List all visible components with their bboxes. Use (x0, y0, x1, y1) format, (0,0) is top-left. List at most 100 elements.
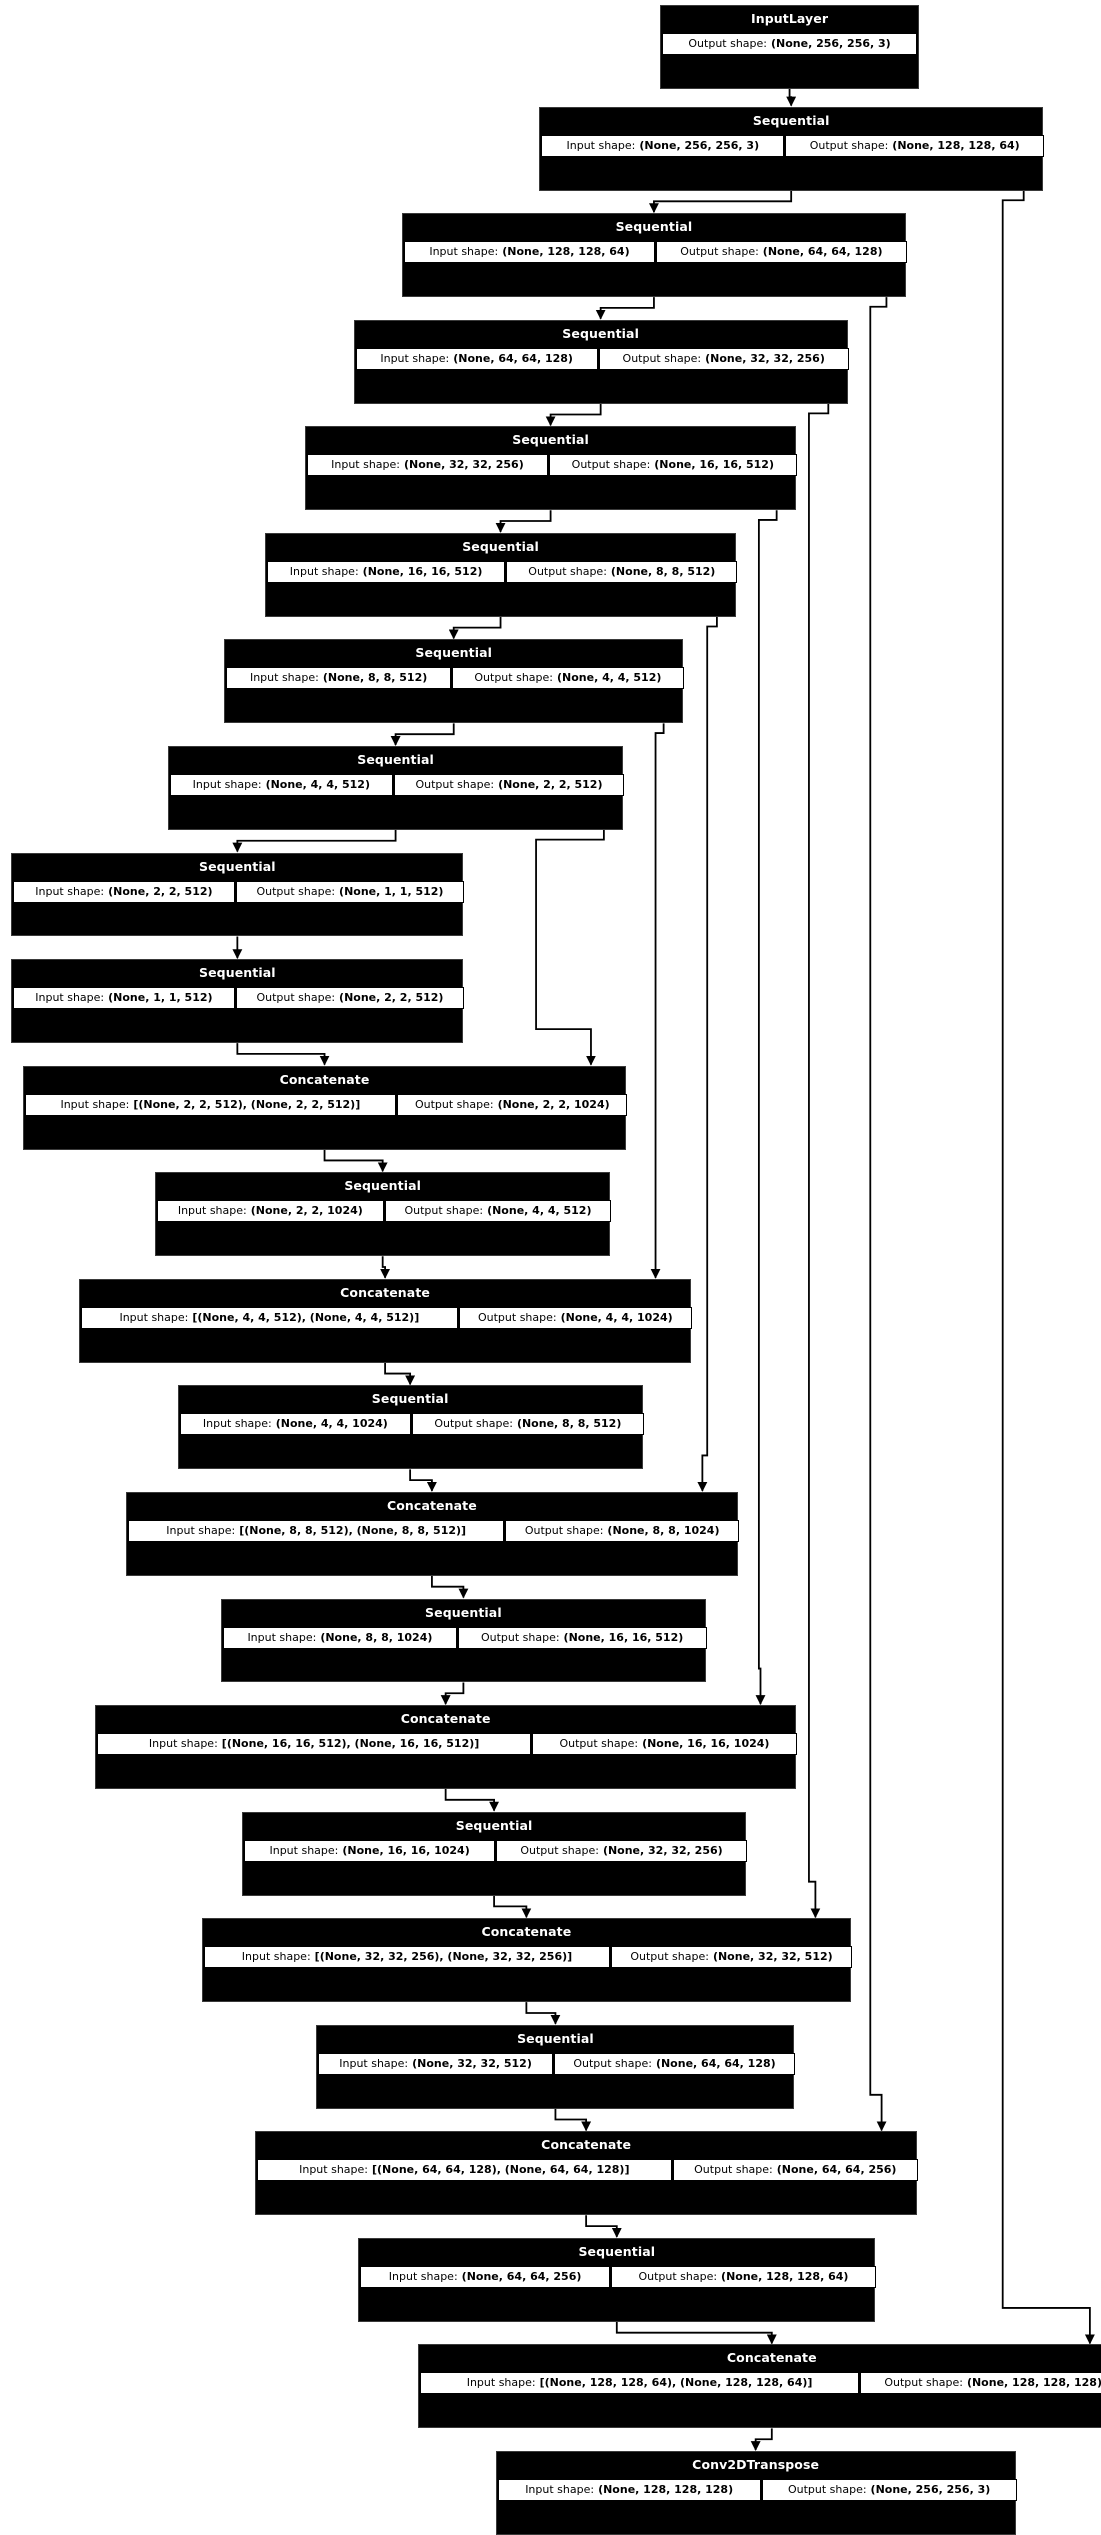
output-shape-cell-value: (None, 8, 8, 512) (516, 1417, 622, 1431)
output-shape-cell-value: (None, 64, 64, 256) (776, 2163, 897, 2177)
input-shape-cell-label: Input shape: (331, 458, 401, 472)
output-shape-cell-value: (None, 32, 32, 256) (602, 1843, 723, 1857)
input-shape-cell-value: [(None, 128, 128, 64), (None, 128, 128, … (539, 2376, 813, 2390)
output-shape-cell-label: Output shape: (256, 884, 336, 898)
output-shape-cell-value: (None, 4, 4, 512) (556, 671, 662, 685)
input-shape-cell-label: Input shape: (60, 1097, 130, 1111)
output-shape-cell: Output shape:(None, 256, 256, 3) (761, 2479, 1017, 2502)
input-shape-cell-label: Input shape: (249, 671, 319, 685)
node-shape-row: Input shape:[(None, 2, 2, 512), (None, 2… (23, 1092, 628, 1117)
node-title: Sequential (317, 2025, 794, 2052)
output-shape-cell: Output shape:(None, 128, 128, 128) (859, 2372, 1101, 2395)
output-shape-cell-value: (None, 16, 16, 512) (563, 1630, 684, 1644)
input-shape-cell: Input shape:(None, 64, 64, 256) (360, 2265, 610, 2288)
input-shape-cell: Input shape:(None, 32, 32, 512) (318, 2052, 553, 2075)
input-shape-cell: Input shape:(None, 1, 1, 512) (13, 987, 235, 1010)
output-shape-cell-label: Output shape: (809, 138, 889, 152)
node-shape-row: Input shape:(None, 32, 32, 256)Output sh… (306, 453, 797, 478)
node-shape-row: Input shape:(None, 8, 8, 512)Output shap… (225, 666, 684, 691)
node-title: Concatenate (96, 1706, 795, 1733)
input-shape-cell-value: (None, 2, 2, 1024) (250, 1204, 363, 1218)
input-shape-cell-value: [(None, 16, 16, 512), (None, 16, 16, 512… (221, 1737, 480, 1751)
output-shape-cell: Output shape:(None, 8, 8, 1024) (505, 1519, 739, 1542)
output-shape-cell-value: (None, 2, 2, 512) (498, 777, 603, 791)
output-shape-cell: Output shape:(None, 2, 2, 512) (235, 987, 465, 1010)
input-shape-cell: Input shape:(None, 32, 32, 256) (307, 454, 548, 477)
output-shape-cell-label: Output shape: (414, 1097, 494, 1111)
node-title: Sequential (306, 427, 795, 454)
input-shape-cell-value: (None, 8, 8, 512) (322, 671, 428, 685)
output-shape-cell-value: (None, 1, 1, 512) (339, 884, 444, 898)
node-title: Sequential (12, 853, 463, 880)
input-shape-cell-label: Input shape: (192, 777, 262, 791)
node-title: InputLayer (661, 5, 918, 32)
node-title: Sequential (222, 1599, 705, 1626)
input-shape-cell: Input shape:[(None, 4, 4, 512), (None, 4… (81, 1306, 458, 1329)
node-title: Concatenate (202, 1919, 850, 1946)
output-shape-cell: Output shape:(None, 64, 64, 128) (655, 241, 907, 264)
node-shape-row: Input shape:(None, 64, 64, 128)Output sh… (354, 346, 849, 371)
output-shape-cell-value: (None, 256, 256, 3) (771, 36, 891, 50)
input-shape-cell-label: Input shape: (269, 1843, 339, 1857)
node-title: Sequential (156, 1173, 610, 1200)
input-shape-cell-value: [(None, 4, 4, 512), (None, 4, 4, 512)] (192, 1310, 420, 1324)
node-title: Sequential (540, 107, 1043, 134)
input-shape-cell-value: (None, 2, 2, 512) (108, 884, 213, 898)
node-shape-row: Input shape:(None, 64, 64, 256)Output sh… (359, 2264, 877, 2289)
node-title: Concatenate (256, 2132, 917, 2159)
input-shape-cell: Input shape:(None, 16, 16, 512) (266, 560, 506, 583)
input-shape-cell: Input shape:[(None, 8, 8, 512), (None, 8… (127, 1519, 505, 1542)
node-shape-row: Input shape:(None, 1, 1, 512)Output shap… (12, 986, 465, 1011)
node-title: Concatenate (23, 1066, 626, 1093)
output-shape-cell: Output shape:(None, 32, 32, 256) (598, 347, 849, 370)
output-shape-cell-label: Output shape: (434, 1417, 513, 1431)
input-shape-cell-label: Input shape: (247, 1630, 317, 1644)
node-shape-row: Input shape:[(None, 32, 32, 256), (None,… (202, 1945, 852, 1970)
node-title: Sequential (354, 320, 847, 347)
input-shape-cell-label: Input shape: (466, 2376, 536, 2390)
output-shape-cell-value: (None, 2, 2, 512) (339, 991, 444, 1005)
output-shape-cell-value: (None, 256, 256, 3) (870, 2483, 991, 2497)
output-shape-cell: Output shape:(None, 128, 128, 64) (610, 2265, 877, 2288)
output-shape-cell: Output shape:(None, 16, 16, 512) (548, 454, 797, 477)
node-title: Sequential (265, 533, 736, 560)
input-shape-cell-value: [(None, 2, 2, 512), (None, 2, 2, 512)] (133, 1097, 361, 1111)
input-shape-cell: Input shape:[(None, 64, 64, 128), (None,… (257, 2159, 672, 2182)
node-shape-row: Input shape:(None, 4, 4, 512)Output shap… (168, 772, 625, 797)
input-shape-cell: Input shape:(None, 128, 128, 128) (497, 2479, 761, 2502)
input-shape-cell: Input shape:(None, 256, 256, 3) (541, 134, 785, 157)
input-shape-cell-label: Input shape: (380, 351, 450, 365)
input-shape-cell-value: (None, 4, 4, 1024) (275, 1417, 388, 1431)
input-shape-cell-label: Input shape: (35, 884, 105, 898)
output-shape-cell-value: (None, 64, 64, 128) (655, 2056, 776, 2070)
output-shape-cell-label: Output shape: (680, 245, 759, 259)
input-shape-cell-label: Input shape: (339, 2056, 409, 2070)
output-shape-cell: Output shape:(None, 4, 4, 512) (451, 667, 684, 690)
input-shape-cell-label: Input shape: (388, 2269, 458, 2283)
node-title: Sequential (178, 1386, 642, 1413)
input-shape-cell-label: Input shape: (289, 564, 359, 578)
node-title: Sequential (12, 960, 463, 987)
output-shape-cell-label: Output shape: (630, 1950, 709, 1964)
node-title: Sequential (225, 640, 682, 667)
node-title: Sequential (403, 214, 905, 241)
input-shape-cell-label: Input shape: (566, 138, 636, 152)
output-shape-cell-label: Output shape: (694, 2163, 773, 2177)
node-shape-row: Input shape:(None, 16, 16, 512)Output sh… (265, 559, 738, 584)
output-shape-cell: Output shape:(None, 256, 256, 3) (662, 32, 917, 55)
output-shape-cell-label: Output shape: (559, 1737, 639, 1751)
output-shape-cell: Output shape:(None, 16, 16, 512) (457, 1626, 707, 1649)
node-title: Concatenate (80, 1279, 691, 1306)
input-shape-cell: Input shape:(None, 8, 8, 512) (226, 667, 451, 690)
input-shape-cell: Input shape:(None, 8, 8, 1024) (223, 1626, 457, 1649)
output-shape-cell-value: (None, 64, 64, 128) (762, 245, 883, 259)
input-shape-cell-value: (None, 8, 8, 1024) (320, 1630, 433, 1644)
